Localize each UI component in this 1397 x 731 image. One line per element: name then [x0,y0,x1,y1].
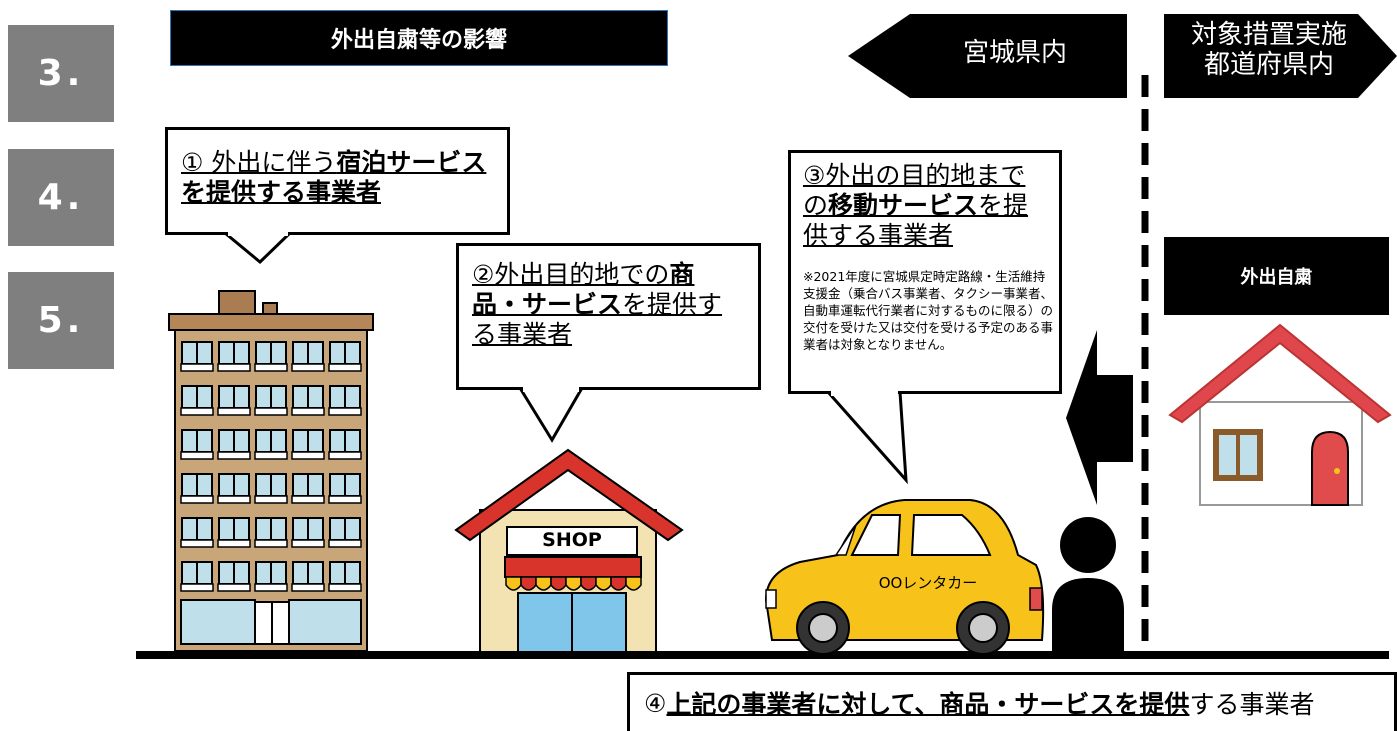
person-silhouette [1052,517,1124,651]
building-window [217,561,251,592]
section-number-4: 4. [8,149,114,246]
page-title: 外出自粛等の影響 [170,10,668,66]
stay-home-label: 外出自粛 [1164,237,1389,315]
building-window [254,517,288,548]
callout3-line2-a: の [803,191,829,220]
callout3-line3: 供する事業者 [803,221,954,250]
building-window [217,341,251,372]
house [1168,323,1392,506]
callout3-note: ※2021年度に宮城県定時定路線・生活維持支援金（乗合バス事業者、タクシー事業者… [803,269,1054,352]
building-window [217,517,251,548]
ground-line [136,651,1389,659]
building-window [291,385,325,416]
callout1-bold2: を提供する事業者 [181,178,382,207]
callout2-tail [517,386,585,443]
building-window [254,473,288,504]
shop-building [454,448,684,653]
callout2-line3: る事業者 [472,320,573,349]
callout-lodging: ① 外出に伴う宿泊サービス を提供する事業者 [165,127,510,235]
callout2-line2-normal: を提供す [622,290,723,319]
building-window [217,385,251,416]
target-region-arrow-label: 対象措置実施 都道府県内 [1164,20,1374,80]
building-window [328,429,362,460]
building-window [217,429,251,460]
callout3-line2-bold: 移動サービス [828,191,979,220]
miyagi-arrow [848,14,1127,98]
building-window [180,341,214,372]
building-window [254,385,288,416]
section-number-3: 3. [8,25,114,122]
building-window [180,429,214,460]
building-window [328,385,362,416]
callout1-bold1: 宿泊サービス [336,148,487,177]
building-window [254,429,288,460]
miyagi-arrow-label: 宮城県内 [962,38,1067,68]
callout2-line1-normal: ②外出目的地での [472,260,670,289]
building-window [254,341,288,372]
callout2-line2-bold: 品・サービス [472,290,623,319]
hotel-building [168,290,374,652]
bottom-bold: 上記の事業者に対して、商品・サービスを提供 [666,690,1190,719]
callout3-line2-b: を提 [978,191,1029,220]
callout-transport: ③外出の目的地まで の移動サービスを提 供する事業者 ※2021年度に宮城県定時… [788,150,1062,394]
building-window [328,341,362,372]
building-window [328,561,362,592]
callout3-tail [824,390,908,485]
building-window [291,429,325,460]
rental-car [764,499,1045,655]
callout3-line1: ③外出の目的地まで [803,161,1026,190]
callout1-tail [220,231,294,265]
building-window [291,561,325,592]
building-window [180,517,214,548]
callout1-prefix: ① 外出に伴う [181,148,337,177]
callout2-line1-bold: 商 [669,260,695,289]
building-window [328,473,362,504]
bottom-callout: ④ 上記の事業者に対して、商品・サービスを提供する事業者 [627,672,1397,731]
building-window [180,385,214,416]
building-window [180,561,214,592]
incoming-arrow [1066,330,1133,505]
building-window [328,517,362,548]
building-window [291,473,325,504]
bottom-prefix: ④ [644,688,667,718]
section-number-5: 5. [8,272,114,369]
car-label: OOレンタカー [878,574,978,592]
shop-sign-text: SHOP [542,529,602,551]
target-region-arrow [1164,14,1397,98]
target-region-line1: 対象措置実施 [1190,20,1347,50]
building-window [291,517,325,548]
building-window [180,473,214,504]
building-window [291,341,325,372]
callout-goods: ②外出目的地での商 品・サービスを提供す る事業者 [456,243,761,390]
target-region-line2: 都道府県内 [1203,50,1334,80]
bottom-suffix: する事業者 [1189,690,1315,719]
building-window [254,561,288,592]
building-window [217,473,251,504]
